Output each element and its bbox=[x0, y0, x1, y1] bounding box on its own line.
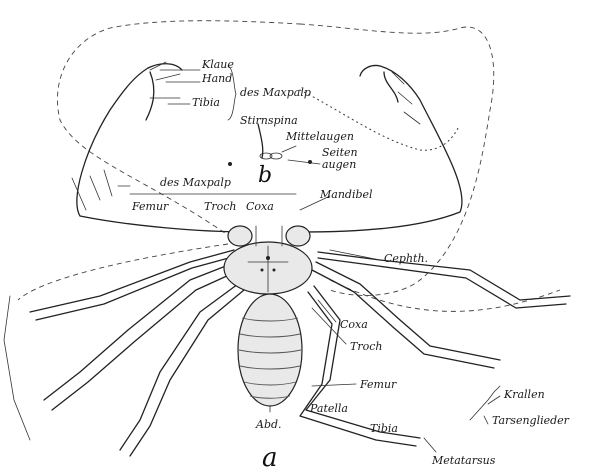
label-femur: Femur bbox=[359, 378, 397, 391]
label-augen: augen bbox=[322, 158, 356, 171]
label-krallen: Krallen bbox=[503, 388, 545, 401]
label-troch-top: Troch bbox=[204, 200, 236, 213]
label-a: a bbox=[262, 443, 278, 472]
label-patella: Patella bbox=[309, 402, 348, 415]
label-tibia-palp: Tibia bbox=[192, 96, 220, 109]
label-hand: Hand bbox=[201, 72, 232, 85]
label-troch: Troch bbox=[350, 340, 382, 353]
label-cephth: Cephth. bbox=[384, 252, 428, 265]
label-klaue: Klaue bbox=[201, 58, 234, 71]
leg-left-2 bbox=[120, 284, 244, 456]
label-abd: Abd. bbox=[255, 418, 282, 431]
label-des-maxpalp-low: des Maxpalp bbox=[160, 176, 231, 189]
leg-right-2 bbox=[300, 286, 420, 446]
label-des-maxpalp-top: des Maxpalp bbox=[240, 86, 311, 99]
label-coxa-top: Coxa bbox=[246, 200, 274, 213]
leader-lines bbox=[160, 70, 500, 452]
cephalothorax bbox=[224, 242, 312, 294]
abdomen bbox=[238, 294, 302, 406]
label-b: b bbox=[258, 163, 272, 188]
label-femur-top: Femur bbox=[131, 200, 169, 213]
label-mittelaugen: Mittelaugen bbox=[285, 130, 354, 143]
leg-left-3 bbox=[4, 250, 236, 440]
leg-left-1 bbox=[44, 262, 240, 410]
label-tibia: Tibia bbox=[370, 422, 398, 435]
label-coxa: Coxa bbox=[340, 318, 368, 331]
label-stirnspina: Stirnspina bbox=[240, 114, 298, 127]
label-mandibel: Mandibel bbox=[319, 188, 373, 201]
label-metatarsus: Metatarsus bbox=[431, 454, 496, 467]
leg-right-1 bbox=[312, 262, 500, 368]
label-tarsenglieder: Tarsenglieder bbox=[492, 414, 570, 427]
